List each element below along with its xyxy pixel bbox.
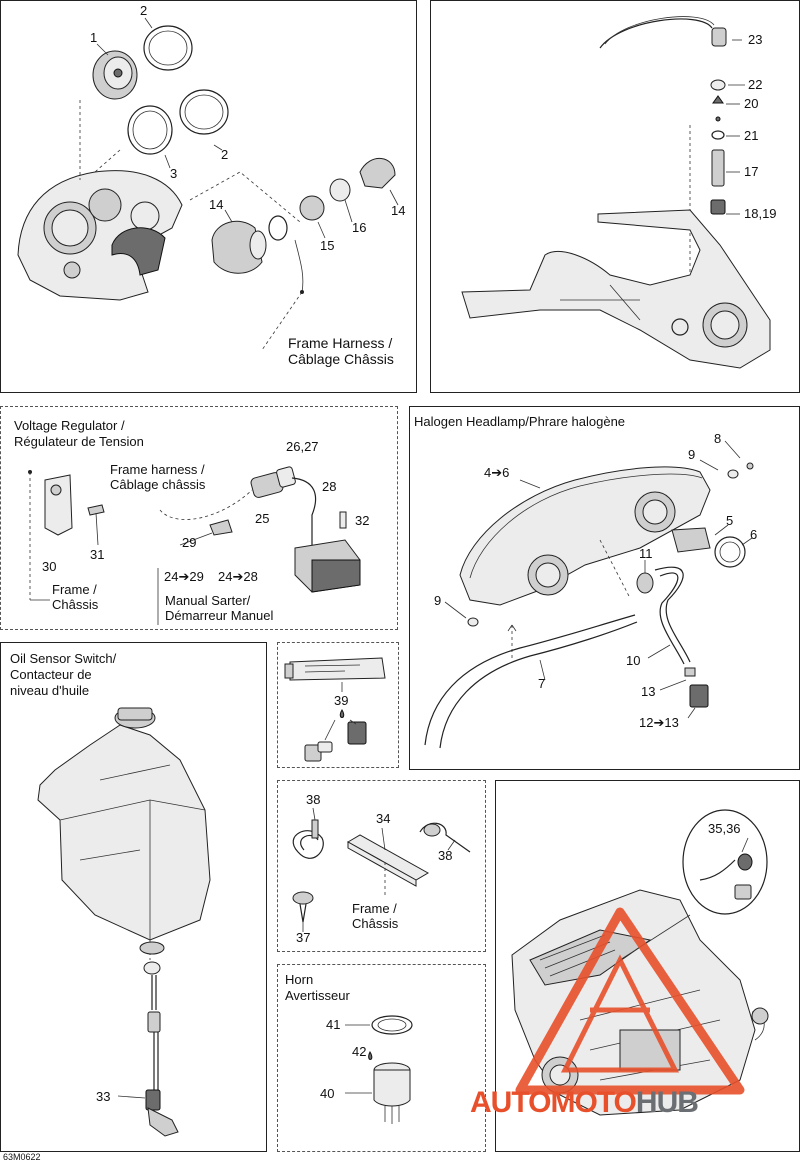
callout-33: 33 [96, 1089, 111, 1104]
callout-28: 28 [322, 479, 337, 494]
horn-title-fr: Avertisseur [285, 988, 350, 1003]
panel-horn [277, 964, 486, 1152]
vr-harness-label-en: Frame harness / [110, 462, 205, 477]
cable-ties-drawing [292, 807, 471, 932]
vr-frame-label-fr: Châssis [52, 597, 99, 612]
callout-17: 17 [744, 164, 759, 179]
headlamp-drawing [424, 440, 754, 749]
callout-2-right: 2 [221, 147, 229, 162]
callout-7: 7 [538, 676, 546, 691]
watermark-part-hub: HUB [635, 1086, 699, 1119]
callout-8: 8 [714, 431, 722, 446]
callout-4-6: 4➔6 [484, 465, 510, 480]
voltage-regulator-title-en: Voltage Regulator / [14, 418, 125, 433]
gauge-cluster-drawing [17, 17, 399, 351]
callout-34: 34 [376, 811, 391, 826]
callout-37: 37 [296, 930, 311, 945]
grease-tube-drawing [284, 657, 386, 762]
callout-15: 15 [320, 238, 335, 253]
oil-sensor-title-line1: Oil Sensor Switch/ [10, 651, 117, 666]
watermark-part-auto: AUTO [470, 1086, 551, 1119]
callout-31: 31 [90, 547, 105, 562]
callout-14-left: 14 [209, 197, 224, 212]
callout-3: 3 [170, 166, 178, 181]
callout-23: 23 [748, 32, 763, 47]
horn-title-en: Horn [285, 972, 314, 987]
callout-14-right: 14 [391, 203, 406, 218]
vr-frame-label-en: Frame / [52, 582, 97, 597]
ties-frame-label-fr: Châssis [352, 916, 399, 931]
callout-42: 42 [352, 1044, 367, 1059]
callout-39: 39 [334, 693, 349, 708]
oil-sensor-title-line2: Contacteur de [10, 667, 92, 682]
callout-18-19: 18,19 [744, 206, 777, 221]
callout-35-36: 35,36 [708, 821, 741, 836]
callout-26-27: 26,27 [286, 439, 319, 454]
callout-9-left: 9 [434, 593, 442, 608]
oil-tank-drawing [37, 707, 211, 1137]
callout-29: 29 [182, 535, 197, 550]
vr-harness-label-fr: Câblage châssis [110, 477, 206, 492]
callout-5: 5 [726, 513, 734, 528]
frame-harness-label-en: Frame Harness / [288, 335, 393, 351]
callout-40: 40 [320, 1086, 335, 1101]
callout-6: 6 [750, 527, 758, 542]
callout-21: 21 [744, 128, 759, 143]
callout-30: 30 [42, 559, 57, 574]
ties-frame-label-en: Frame / [352, 901, 397, 916]
manual-starter-label-fr: Démarreur Manuel [165, 608, 274, 623]
callout-10: 10 [626, 653, 641, 668]
callout-22: 22 [748, 77, 763, 92]
callout-1: 1 [90, 30, 98, 45]
callout-13: 13 [641, 684, 656, 699]
oil-sensor-title-line3: niveau d'huile [10, 683, 90, 698]
voltage-regulator-drawing [28, 466, 361, 625]
frame-harness-label-fr: Câblage Châssis [288, 351, 394, 367]
callout-25: 25 [255, 511, 270, 526]
callout-16: 16 [352, 220, 367, 235]
callout-38-left: 38 [306, 792, 321, 807]
callout-32: 32 [355, 513, 370, 528]
callout-20: 20 [744, 96, 759, 111]
watermark-logo: AUTOMOTOHUB [470, 1086, 699, 1120]
callout-38-right: 38 [438, 848, 453, 863]
handlebar-drawing [461, 16, 771, 369]
range-24-28: 24➔28 [218, 569, 258, 584]
callout-9-top: 9 [688, 447, 696, 462]
horn-drawing [345, 1015, 413, 1124]
watermark-triangle [515, 907, 745, 1095]
callout-41: 41 [326, 1017, 341, 1032]
manual-starter-label-en: Manual Sarter/ [165, 593, 251, 608]
headlamp-title: Halogen Headlamp/Phrare halogène [414, 414, 626, 429]
watermark-part-moto: MOTO [550, 1086, 636, 1119]
callout-2-top: 2 [140, 3, 148, 18]
callout-11: 11 [639, 546, 653, 561]
voltage-regulator-title-fr: Régulateur de Tension [14, 434, 144, 449]
range-24-29: 24➔29 [164, 569, 204, 584]
figure-code: 63M0622 [3, 1152, 41, 1162]
callout-12-13: 12➔13 [639, 715, 679, 730]
